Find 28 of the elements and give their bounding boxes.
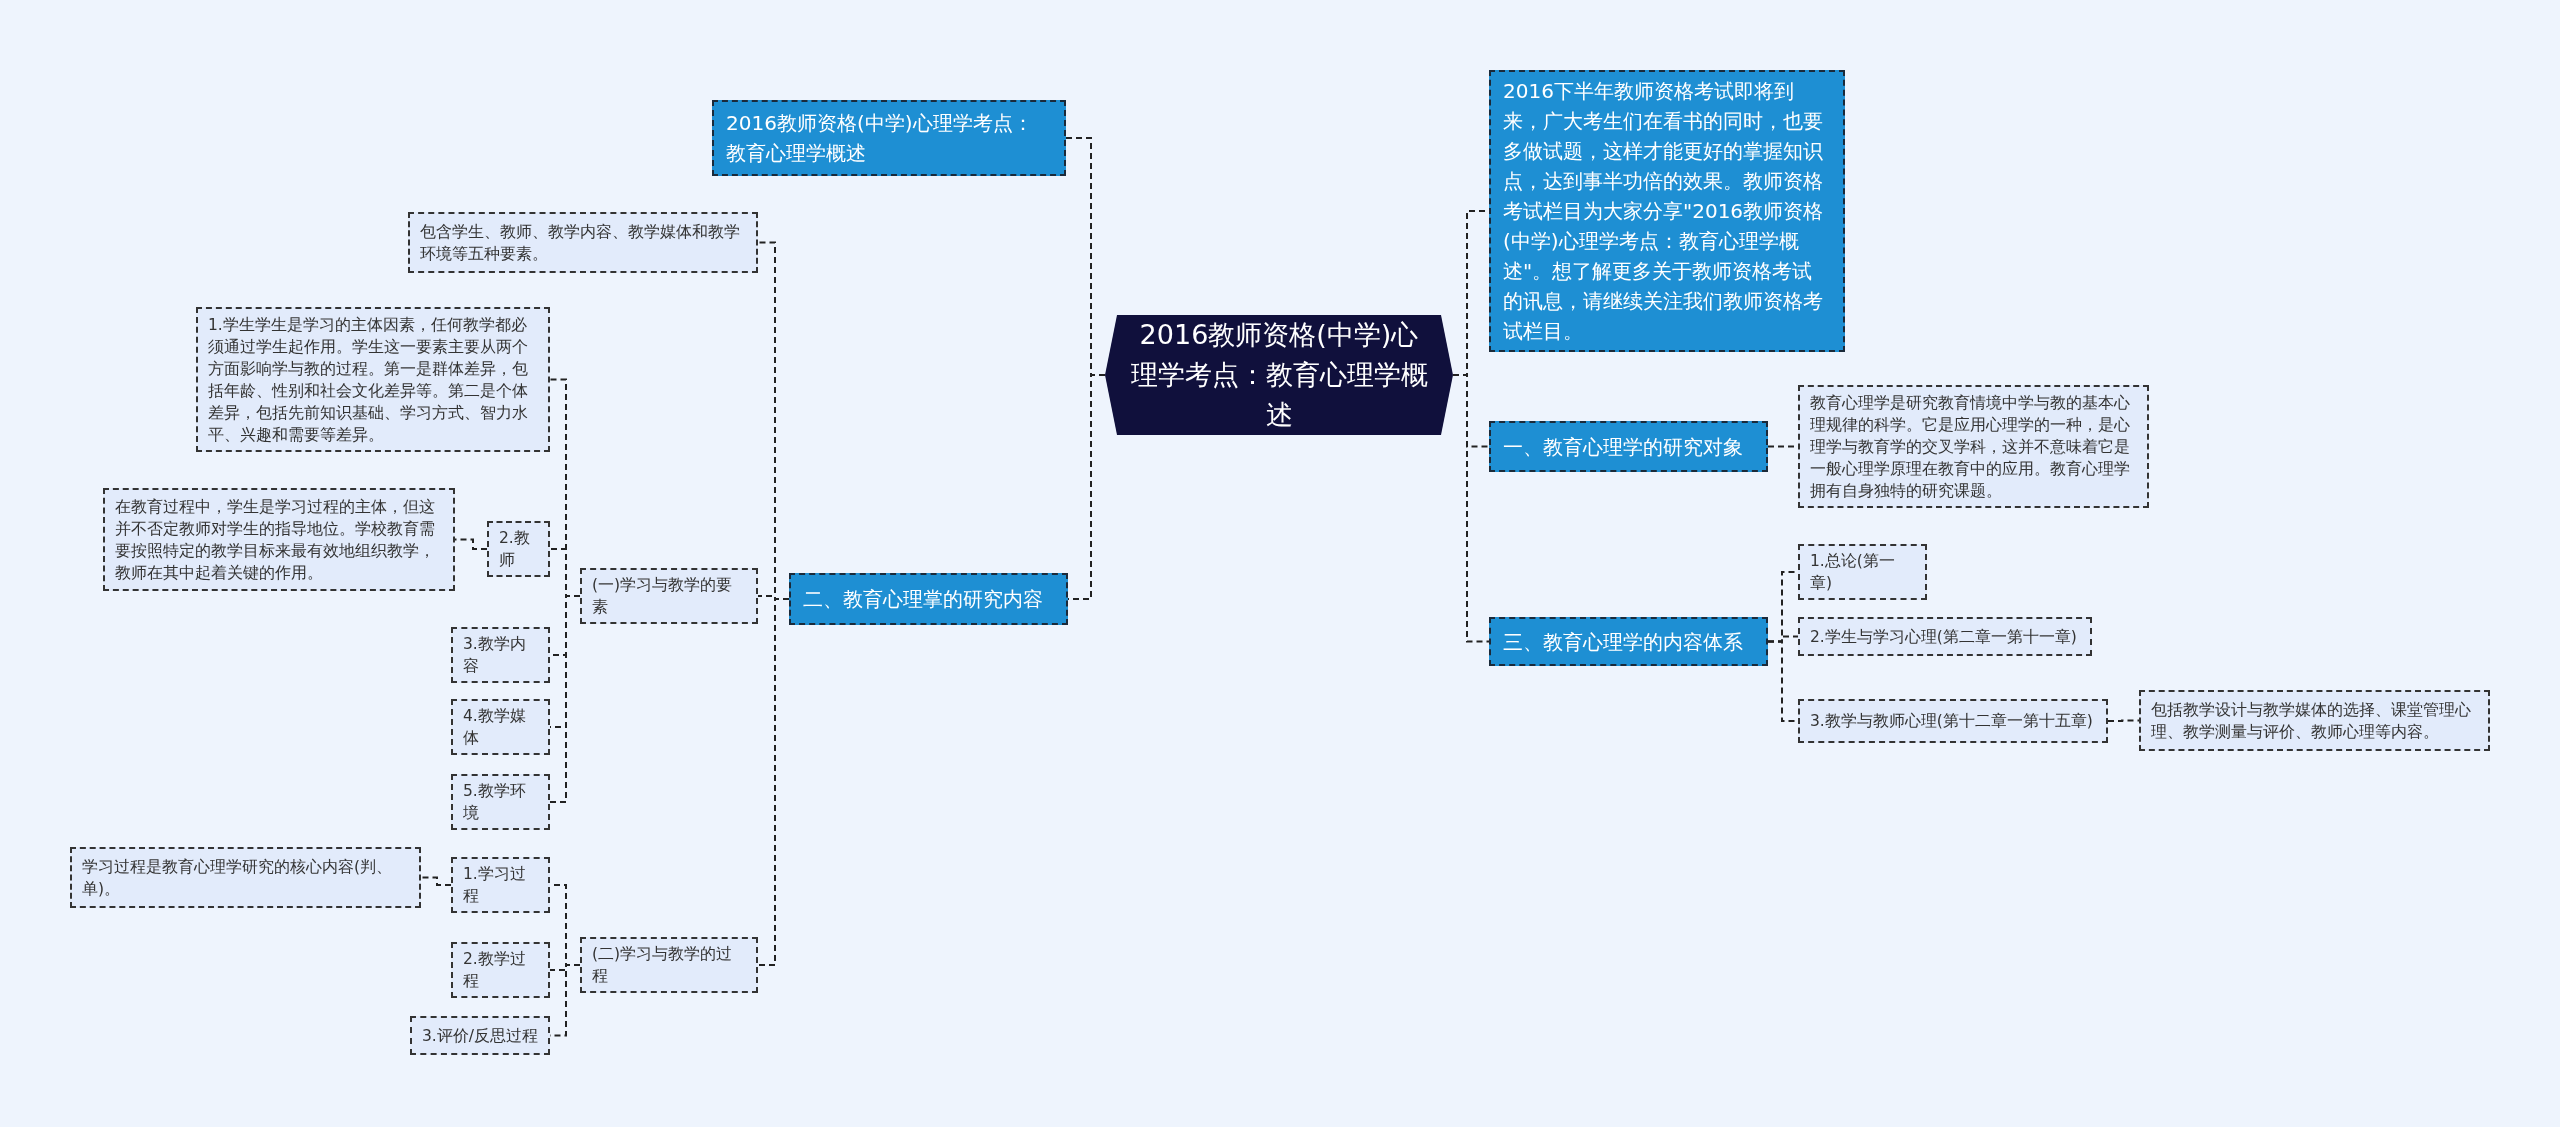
topic-box: 在教育过程中，学生是学习过程的主体，但这并不否定教师对学生的指导地位。学校教育需要按照特定的教学目标来最有效地组织教学，教师在其中起着关键的作用。 — [103, 488, 455, 591]
topic-box: 3.评价/反思过程 — [410, 1016, 550, 1055]
topic-box: (二)学习与教学的过程 — [580, 937, 758, 993]
topic-box: (一)学习与教学的要素 — [580, 568, 758, 624]
connector-line — [2107, 719, 2140, 722]
central-topic-box: 2016教师资格(中学)心理学考点：教育心理学概述 — [1105, 315, 1453, 435]
connector-line — [549, 595, 581, 803]
topic-box: 3.教学内容 — [451, 627, 550, 683]
branch-box: 2016教师资格(中学)心理学考点：教育心理学概述 — [712, 100, 1066, 176]
topic-box: 5.教学环境 — [451, 774, 550, 830]
topic-box: 包括教学设计与教学媒体的选择、课堂管理心理、教学测量与评价、教师心理等内容。 — [2139, 690, 2490, 751]
branch-box: 一、教育心理学的研究对象 — [1489, 421, 1768, 472]
branch-box: 三、教育心理学的内容体系 — [1489, 617, 1768, 666]
connector-line — [1452, 374, 1490, 643]
branch-box: 二、教育心理掌的研究内容 — [789, 573, 1068, 625]
topic-box: 教育心理学是研究教育情境中学与教的基本心理规律的科学。它是应用心理学的一种，是心理学与教育学的交叉学科，这并不意味着它是一般心理学原理在教育中的应用。教育心理学拥有自身独特的研究课题。 — [1798, 385, 2149, 508]
topic-box: 学习过程是教育心理学研究的核心内容(判、单)。 — [70, 847, 421, 908]
topic-box: 1.总论(第一章) — [1798, 544, 1927, 600]
topic-box: 1.学生学生是学习的主体因素，任何教学都必须通过学生起作用。学生这一要素主要从两个方面影响学与教的过程。第一是群体差异，包括年龄、性别和社会文化差异等。第二是个体差异，包括先前知识基础、学习方式、智力水平、兴趣和需要等差异。 — [196, 307, 550, 452]
topic-box: 包含学生、教师、教学内容、教学媒体和教学环境等五种要素。 — [408, 212, 758, 273]
topic-box: 3.教学与教师心理(第十二章一第十五章) — [1798, 699, 2108, 743]
connector-line — [420, 876, 452, 886]
topic-box: 2.教学过程 — [451, 942, 550, 998]
topic-box: 4.教学媒体 — [451, 699, 550, 755]
topic-box: 1.学习过程 — [451, 857, 550, 913]
branch-box: 2016下半年教师资格考试即将到来，广大考生们在看书的同时，也要多做试题，这样才能更好的掌握知识点，达到事半功倍的效果。教师资格考试栏目为大家分享"2016教师资格(中学)心理学考点：教育心理学概述"。想了解更多关于教师资格考试的讯息，请继续关注我们教师资格考试栏目。 — [1489, 70, 1845, 352]
topic-box: 2.教师 — [487, 521, 550, 577]
topic-box: 2.学生与学习心理(第二章一第十一章) — [1798, 617, 2092, 656]
